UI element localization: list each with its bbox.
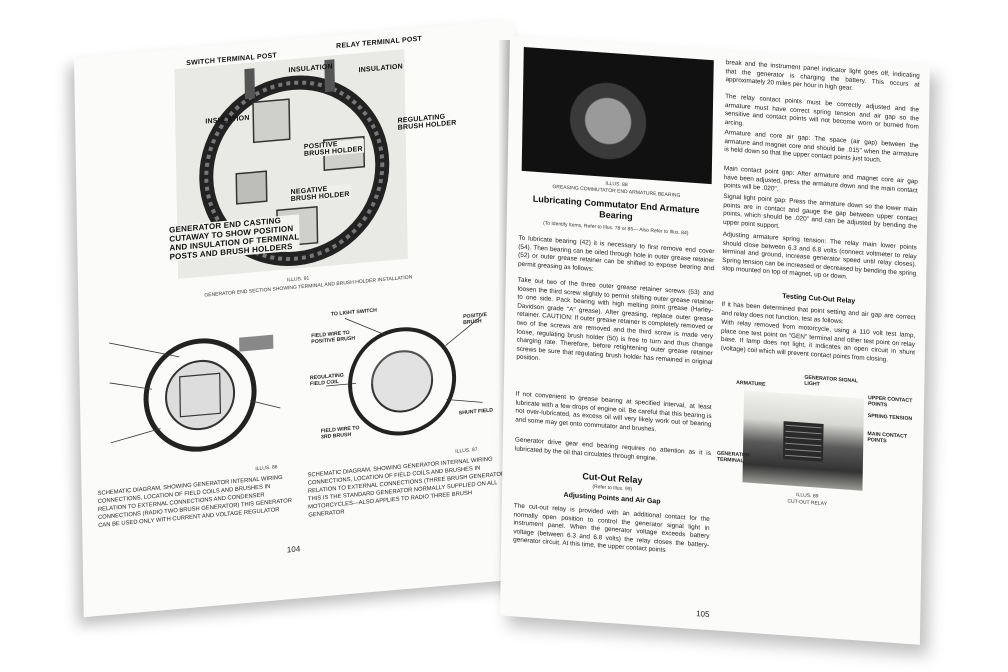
label-generator-signal-light: GENERATOR SIGNAL LIGHT [804, 374, 859, 388]
illus-87-caption: SCHEMATIC DIAGRAM, SHOWING GENERATOR INT… [307, 456, 508, 519]
lubricating-paragraph-2: Take out two of the three outer grease r… [516, 276, 714, 366]
left-page: SWITCH TERMINAL POST RELAY TERMINAL POST… [74, 19, 524, 618]
lubricating-paragraph-3: If not convenient to grease bearing at s… [515, 390, 712, 434]
right-page: ILLUS. 88 GREASING COMMUTATOR END ARMATU… [499, 36, 930, 645]
label-generator-terminal: GENERATOR TERMINAL [716, 450, 750, 465]
label-upper-contact-points: UPPER CONTACT POINTS [867, 395, 913, 409]
page-number-104: 104 [286, 544, 301, 555]
label-regulating-brush-holder: REGULATING BRUSH HOLDER [397, 113, 457, 132]
schematic-diagram-86 [108, 334, 281, 452]
label-spring-tension: SPRING TENSION [867, 413, 913, 423]
relay-coil-drawing [782, 421, 824, 462]
cutout-paragraph: The cut-out relay is provided with an ad… [513, 502, 710, 555]
lubricating-paragraph-1: To lubricate bearing (42) it is necessar… [517, 234, 715, 273]
lubricating-paragraph-4: Generator drive gear end bearing require… [514, 436, 711, 462]
label-main-contact-points: MAIN CONTACT POINTS [867, 431, 908, 445]
label-relay-terminal-post: RELAY TERMINAL POST [336, 35, 422, 51]
col2-paragraph-1: break and the instrument panel indicator… [725, 59, 920, 93]
schematic-diagram-87 [326, 316, 483, 436]
illus-87-number: ILLUS. 87 [455, 446, 478, 455]
commutator-bearing-photo [521, 46, 714, 185]
illus-86-caption: SCHEMATIC DIAGRAM, SHOWING GENERATOR INT… [97, 474, 292, 529]
illus-86-number: ILLUS. 86 [255, 464, 278, 473]
label-armature: ARMATURE [736, 379, 766, 388]
col2-paragraph-6: Adjusting armature spring tension: The r… [722, 230, 917, 281]
page-number-105: 105 [696, 609, 710, 620]
